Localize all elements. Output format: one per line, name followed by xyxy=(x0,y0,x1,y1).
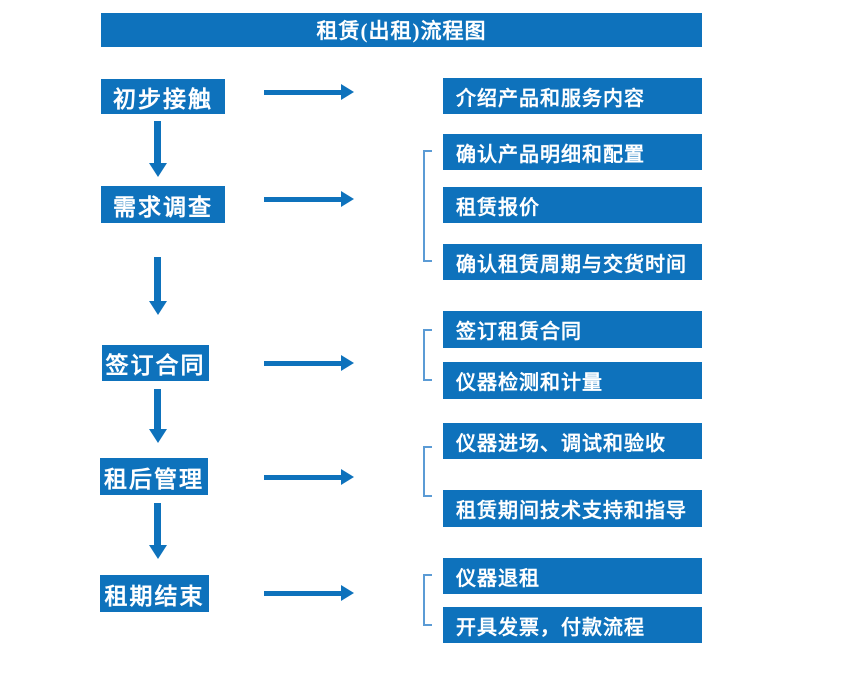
down-arrow-icon-2 xyxy=(148,257,167,315)
arrow-head xyxy=(148,429,167,443)
detail-box-sign-rental-contract: 签订租赁合同 xyxy=(443,311,702,348)
arrow-shaft xyxy=(264,196,341,202)
step-box-rental-end: 租期结束 xyxy=(100,575,209,612)
detail-box-rental-quote: 租赁报价 xyxy=(443,187,702,223)
detail-box-introduce-products: 介绍产品和服务内容 xyxy=(443,78,702,114)
detail-box-invoice-payment: 开具发票，付款流程 xyxy=(443,607,702,643)
right-arrow-icon-2 xyxy=(264,191,354,207)
bracket-group-rental-end xyxy=(423,574,432,626)
bracket-group-demand-survey xyxy=(423,150,432,262)
right-arrow-icon-5 xyxy=(264,585,354,601)
right-arrow-icon-4 xyxy=(264,469,354,485)
step-box-demand-survey: 需求调查 xyxy=(101,186,225,223)
detail-box-confirm-rental-period: 确认租赁周期与交货时间 xyxy=(443,244,702,280)
arrow-shaft xyxy=(264,590,341,596)
detail-box-technical-support: 租赁期间技术支持和指导 xyxy=(443,490,702,527)
flowchart-title: 租赁(出租)流程图 xyxy=(101,13,702,47)
arrow-head xyxy=(341,191,354,207)
right-arrow-icon-3 xyxy=(264,355,354,371)
detail-box-instrument-inspection: 仪器检测和计量 xyxy=(443,362,702,399)
detail-box-instrument-arrival: 仪器进场、调试和验收 xyxy=(443,423,702,459)
arrow-shaft xyxy=(264,89,341,95)
step-box-post-rental-management: 租后管理 xyxy=(100,458,208,495)
arrow-head xyxy=(341,469,354,485)
arrow-head xyxy=(341,585,354,601)
down-arrow-icon-3 xyxy=(148,389,167,443)
detail-box-confirm-product-details: 确认产品明细和配置 xyxy=(443,134,702,170)
arrow-shaft xyxy=(154,389,161,429)
arrow-shaft xyxy=(264,474,341,480)
arrow-shaft xyxy=(154,121,161,163)
right-arrow-icon-1 xyxy=(264,84,354,100)
arrow-shaft xyxy=(264,360,341,366)
bracket-group-sign-contract xyxy=(423,329,432,381)
down-arrow-icon-4 xyxy=(148,503,167,559)
arrow-head xyxy=(341,355,354,371)
step-box-sign-contract: 签订合同 xyxy=(102,345,209,381)
down-arrow-icon-1 xyxy=(148,121,167,177)
arrow-head xyxy=(148,301,167,315)
step-box-initial-contact: 初步接触 xyxy=(101,79,225,114)
bracket-group-post-rental xyxy=(423,446,432,497)
arrow-head xyxy=(148,545,167,559)
arrow-head xyxy=(341,84,354,100)
arrow-shaft xyxy=(154,257,161,301)
arrow-shaft xyxy=(154,503,161,545)
arrow-head xyxy=(148,163,167,177)
detail-box-instrument-return: 仪器退租 xyxy=(443,558,702,594)
